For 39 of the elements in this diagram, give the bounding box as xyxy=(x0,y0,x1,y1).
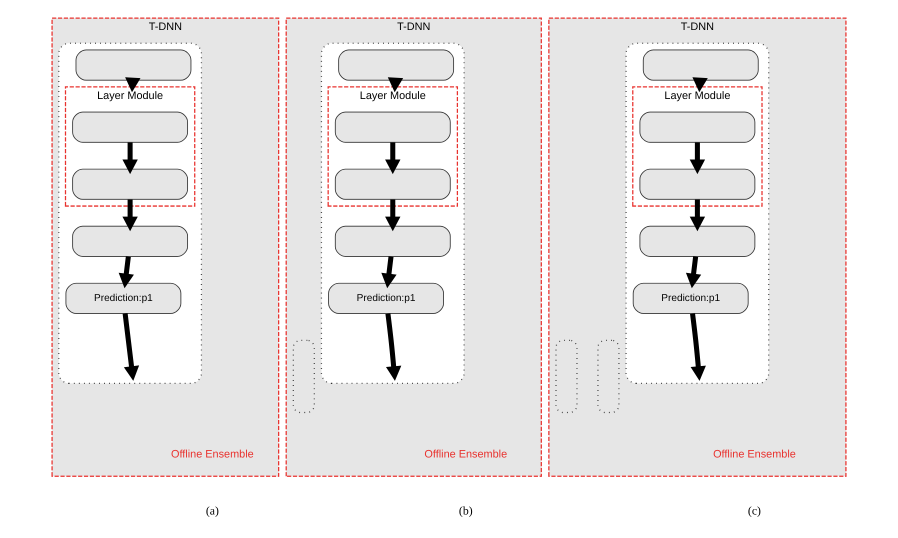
arrow xyxy=(125,77,140,92)
node-box xyxy=(640,168,756,200)
cluster: Layer Module xyxy=(632,86,763,207)
node-box xyxy=(640,226,756,257)
arrow xyxy=(118,256,134,288)
node-box xyxy=(555,340,578,414)
arrow xyxy=(690,313,706,381)
arrow xyxy=(122,313,140,381)
arrow xyxy=(385,200,400,232)
node-box: Prediction:p1 xyxy=(328,282,444,314)
node-box xyxy=(72,226,188,257)
cluster xyxy=(58,42,202,384)
cluster xyxy=(320,42,465,384)
node-box xyxy=(334,168,451,200)
label: (a) xyxy=(206,504,219,518)
cluster xyxy=(625,42,770,384)
cluster: Layer Module xyxy=(64,86,196,207)
cluster: Layer Module xyxy=(328,86,458,207)
node-box: Prediction:p1 xyxy=(66,282,182,314)
arrow xyxy=(122,200,138,232)
arrow xyxy=(385,142,400,174)
arrow xyxy=(692,77,708,92)
node-box xyxy=(334,226,451,257)
arrow xyxy=(388,77,404,92)
node-box xyxy=(72,112,188,143)
node-box xyxy=(334,112,451,143)
arrow xyxy=(690,142,706,174)
arrow xyxy=(686,256,702,288)
label: (c) xyxy=(748,504,761,518)
node-box xyxy=(597,340,620,414)
arrow xyxy=(122,142,138,174)
arrow xyxy=(690,200,706,232)
arrow xyxy=(381,256,397,288)
label: (b) xyxy=(458,504,473,518)
node-box xyxy=(640,112,756,143)
node-box: Prediction:p1 xyxy=(632,282,749,314)
arrow xyxy=(385,313,402,381)
node-box xyxy=(292,340,315,414)
node-box xyxy=(72,168,188,200)
